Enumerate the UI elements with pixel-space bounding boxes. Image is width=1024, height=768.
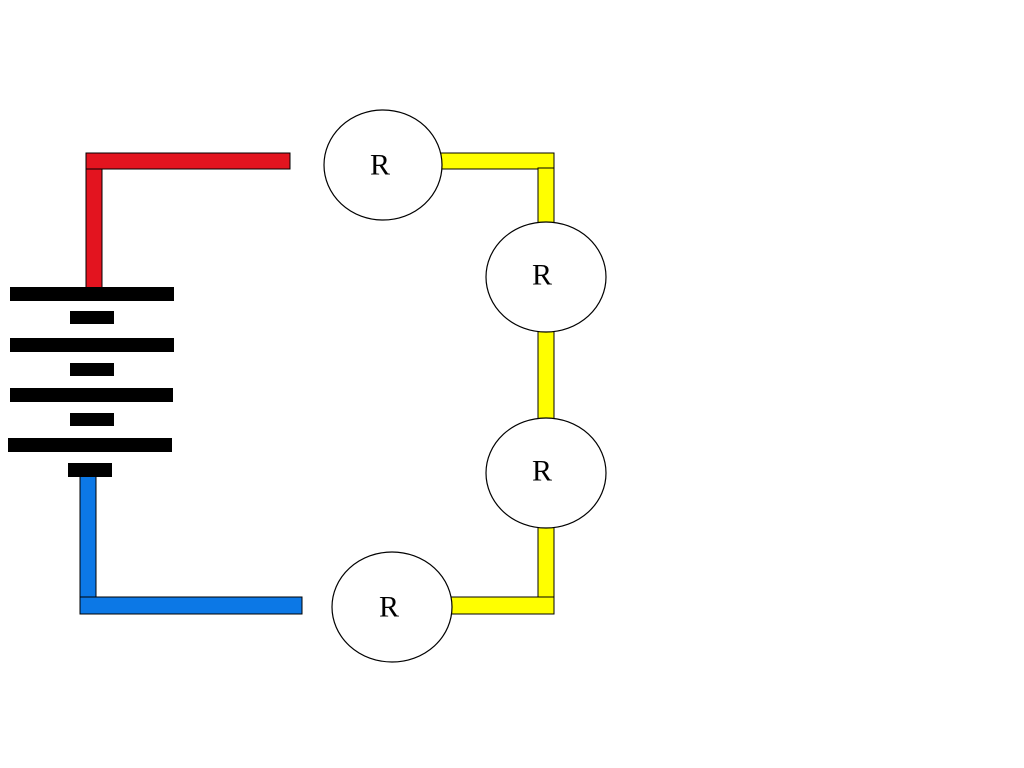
battery-short-plate — [70, 363, 114, 376]
resistor-label: R — [370, 149, 390, 182]
resistor-body — [485, 221, 607, 333]
resistor-body — [323, 109, 443, 221]
resistor-2: R — [485, 221, 607, 333]
resistor-3: R — [485, 417, 607, 529]
resistor-body — [331, 551, 453, 663]
resistor-1: R — [323, 109, 443, 221]
positive-wire-horizontal — [85, 152, 291, 170]
resistor-body — [485, 417, 607, 529]
series-wire-top-vertical — [537, 167, 555, 225]
series-wire-middle-vertical — [537, 329, 555, 421]
resistor-label: R — [532, 259, 552, 292]
positive-wire — [85, 152, 291, 291]
negative-wire-horizontal — [79, 596, 303, 615]
battery-long-plate — [8, 438, 172, 452]
battery-symbol — [8, 287, 174, 477]
series-wire-bottom-horizontal — [447, 596, 555, 615]
resistor-label: R — [532, 455, 552, 488]
battery-short-plate — [68, 463, 112, 477]
series-wire-top-horizontal — [439, 152, 555, 170]
battery-long-plate — [10, 287, 174, 301]
battery-short-plate — [70, 413, 114, 426]
battery-long-plate — [10, 388, 173, 402]
resistor-4: R — [331, 551, 453, 663]
battery-long-plate — [10, 338, 174, 352]
battery-short-plate — [70, 311, 114, 324]
positive-wire-vertical — [85, 167, 103, 291]
negative-wire-vertical — [79, 475, 97, 603]
negative-wire — [79, 475, 303, 615]
resistor-label: R — [379, 591, 399, 624]
series-wire-bottom-vertical — [537, 525, 555, 599]
